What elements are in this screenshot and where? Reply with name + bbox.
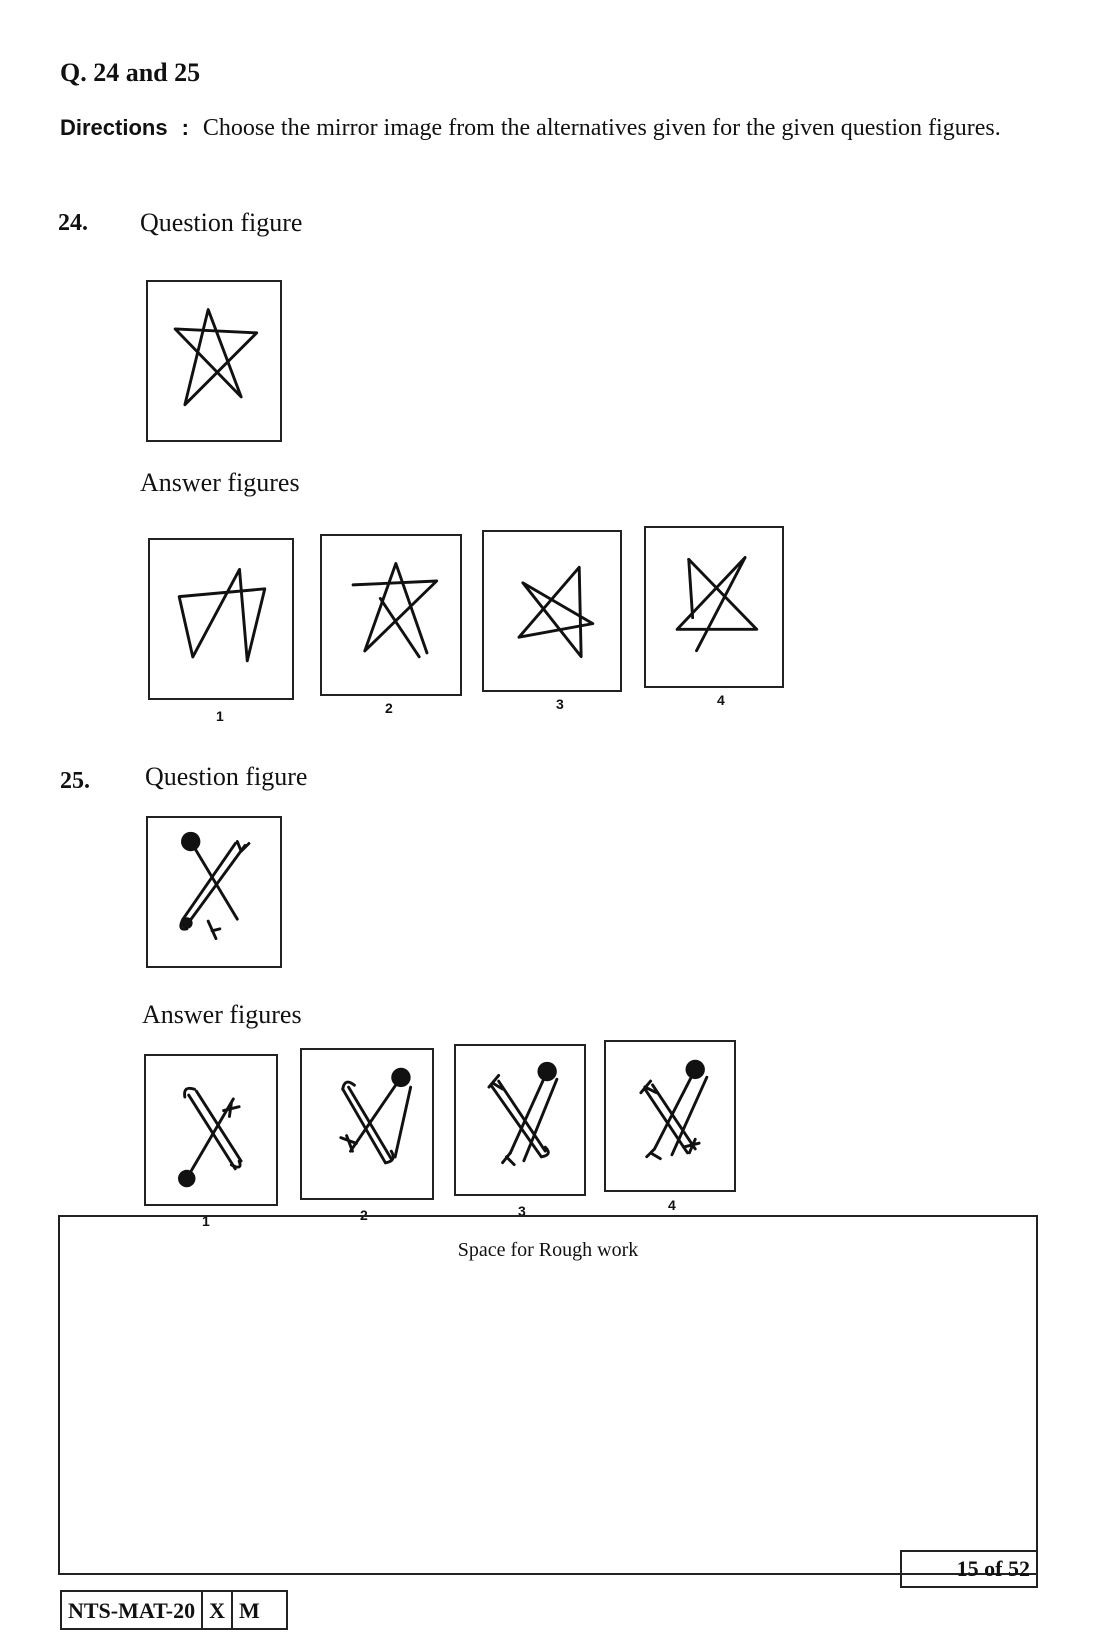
q25-option-1[interactable] bbox=[144, 1054, 278, 1206]
paper-code: NTS-MAT-20 bbox=[62, 1592, 204, 1628]
page-number: 15 of 52 bbox=[900, 1550, 1038, 1588]
q25-option-2[interactable] bbox=[300, 1048, 434, 1200]
star-figure-icon bbox=[173, 308, 259, 407]
q25-question-figure bbox=[146, 816, 282, 968]
star-option-2-icon bbox=[351, 562, 439, 659]
q24-option-1-number: 1 bbox=[216, 708, 224, 724]
q25-option-4-number: 4 bbox=[668, 1197, 676, 1213]
q24-option-2[interactable] bbox=[320, 534, 462, 696]
q25-option-1-number: 1 bbox=[202, 1213, 210, 1229]
q24-option-3[interactable] bbox=[482, 530, 622, 692]
q24-question-figure bbox=[146, 280, 282, 442]
q24-answer-label: Answer figures bbox=[140, 468, 300, 497]
directions-text: Choose the mirror image from the alterna… bbox=[202, 115, 1001, 141]
star-option-1-icon bbox=[177, 567, 267, 663]
q24-option-2-number: 2 bbox=[385, 700, 393, 716]
pins-option-4-icon bbox=[639, 1059, 709, 1161]
directions-label: Directions bbox=[60, 115, 168, 140]
q25-question-label: Question figure bbox=[145, 762, 308, 791]
pins-option-2-icon bbox=[339, 1067, 413, 1165]
q25-option-3-number: 3 bbox=[518, 1203, 526, 1219]
q25-option-4[interactable] bbox=[604, 1040, 736, 1192]
q24-option-3-number: 3 bbox=[556, 696, 564, 712]
q24-question-label: Question figure bbox=[140, 208, 303, 237]
q24-option-4[interactable] bbox=[644, 526, 784, 688]
question-group-heading: Q. 24 and 25 bbox=[60, 58, 201, 87]
q24-number: 24. bbox=[58, 210, 88, 236]
pins-figure-icon bbox=[179, 831, 251, 941]
q24-option-1[interactable] bbox=[148, 538, 294, 700]
q25-number: 25. bbox=[60, 768, 90, 794]
q24-option-4-number: 4 bbox=[717, 692, 725, 708]
paper-subject: M bbox=[239, 1598, 260, 1623]
paper-class: X bbox=[203, 1592, 234, 1628]
rough-work-label: Space for Rough work bbox=[457, 1239, 639, 1261]
star-option-3-icon bbox=[517, 565, 595, 659]
q25-answer-label: Answer figures bbox=[142, 1000, 302, 1029]
paper-code-box: NTS-MAT-20 X M bbox=[60, 1590, 288, 1630]
pins-option-1-icon bbox=[178, 1086, 243, 1188]
rough-work-area: Space for Rough work bbox=[58, 1215, 1038, 1575]
q25-option-3[interactable] bbox=[454, 1044, 586, 1196]
star-option-4-icon bbox=[675, 555, 759, 653]
directions-line: Directions : Choose the mirror image fro… bbox=[60, 115, 1001, 142]
pins-option-3-icon bbox=[487, 1061, 559, 1167]
directions-separator: : bbox=[181, 115, 189, 140]
